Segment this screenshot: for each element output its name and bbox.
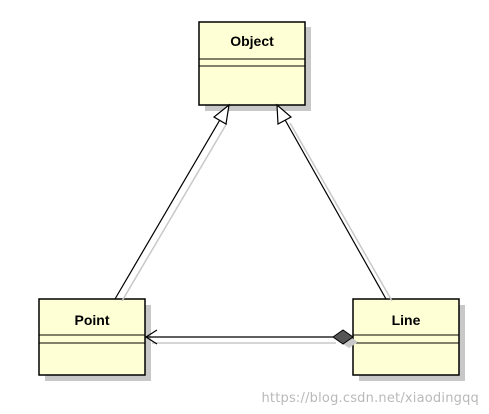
class-point[interactable]: Point (38, 298, 151, 381)
composition-diamond (332, 329, 354, 345)
generalization-point-object[interactable] (114, 103, 230, 302)
watermark: https://blog.csdn.net/xiaodingqq (261, 391, 479, 406)
composition-line-point-arrowhead (144, 329, 158, 345)
class-line-name: Line (392, 312, 421, 328)
generalization-line-object[interactable] (276, 103, 393, 302)
generalization-point-object-arrowhead (212, 103, 230, 125)
class-point-box (38, 298, 146, 376)
generalization-line-object-line (283, 117, 387, 300)
class-object-box (198, 21, 306, 106)
composition-line-point[interactable] (144, 329, 358, 348)
class-object-name: Object (230, 33, 274, 49)
class-point-name: Point (75, 312, 110, 328)
class-line-box (352, 298, 460, 376)
generalization-point-object-line (114, 117, 222, 300)
generalization-point-object-shadow (121, 122, 228, 302)
class-object[interactable]: Object (198, 21, 311, 111)
class-line[interactable]: Line (352, 298, 465, 381)
generalization-line-object-shadow (289, 122, 393, 302)
generalization-line-object-arrowhead (276, 103, 293, 125)
